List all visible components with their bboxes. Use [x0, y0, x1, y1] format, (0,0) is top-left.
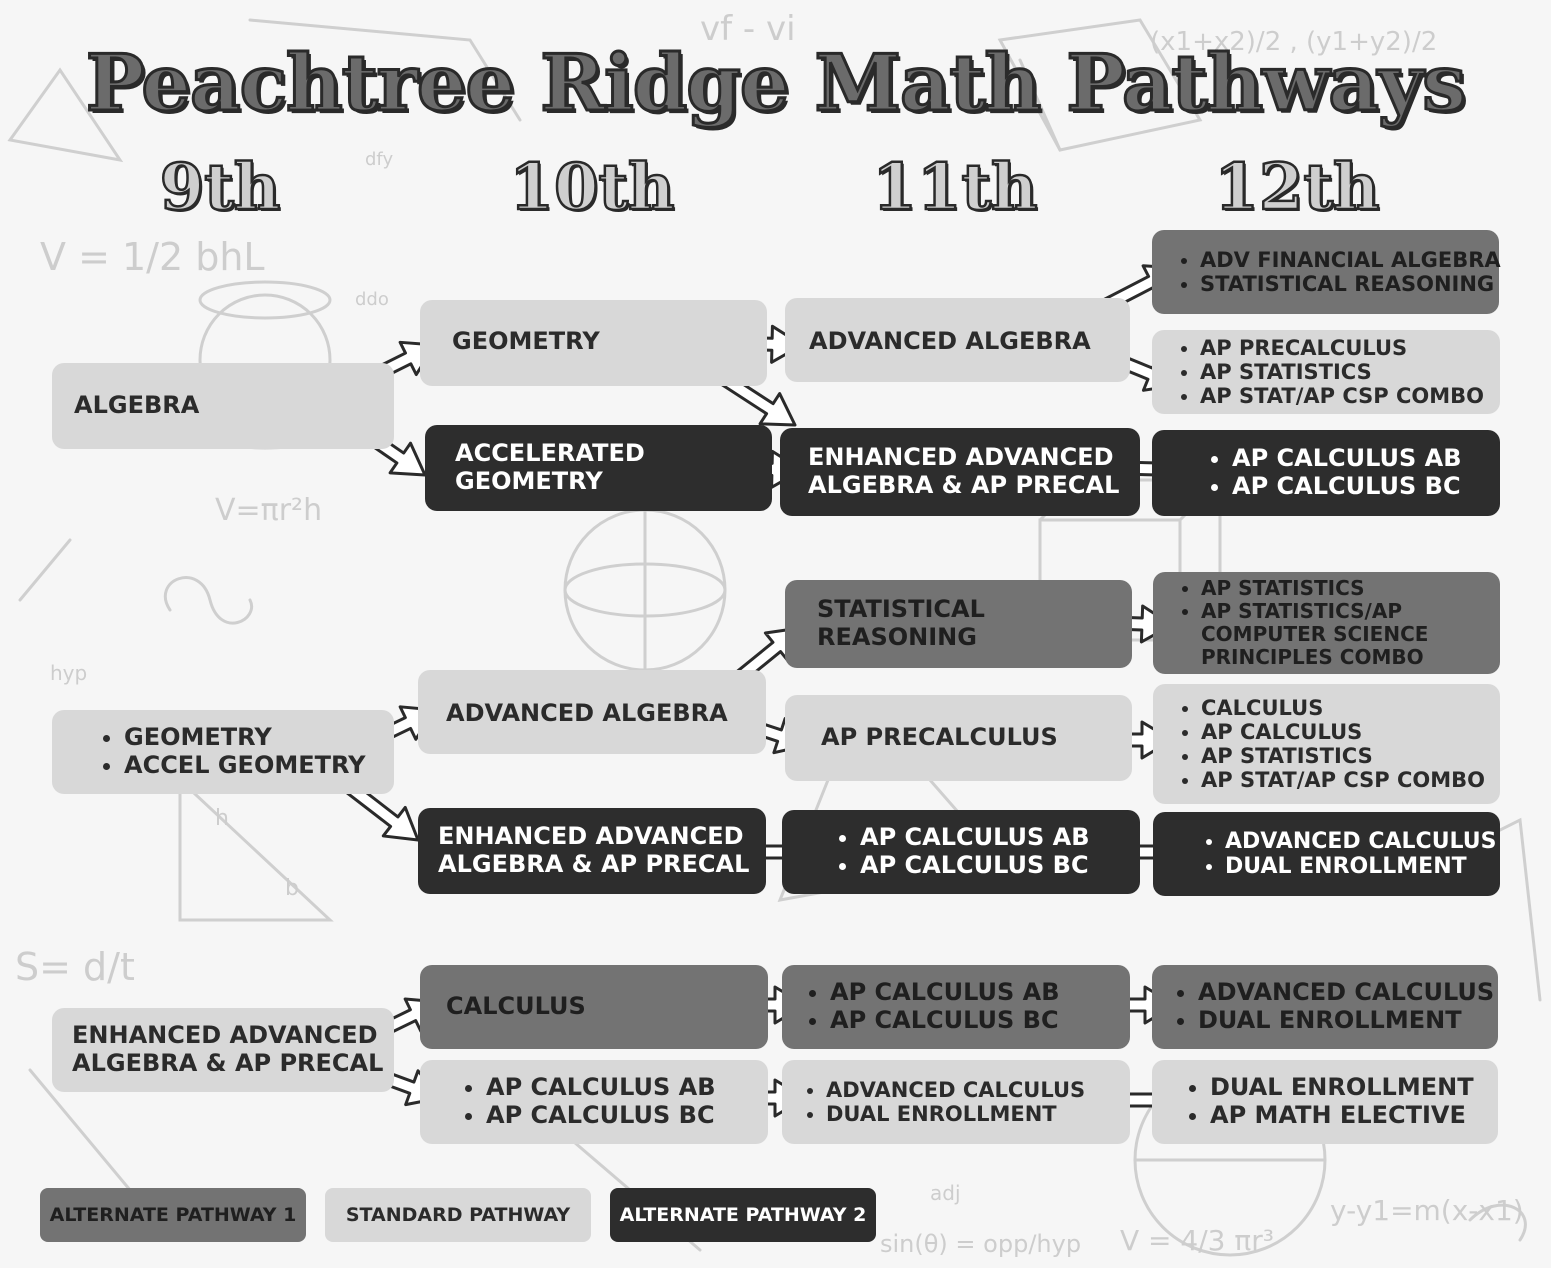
course-label: ALGEBRA & AP PRECAL [438, 850, 750, 878]
course-item: AP STAT/AP CSP COMBO [1201, 768, 1500, 792]
course-item: AP STAT/AP CSP COMBO [1200, 384, 1500, 408]
course-item: AP STATISTICS/AP [1201, 600, 1500, 623]
course-box-11-advanced-calculus: ADVANCED CALCULUS DUAL ENROLLMENT [782, 1060, 1130, 1144]
doodle-text: S= d/t [15, 945, 135, 989]
course-box-enhanced-advanced-algebra-3: ENHANCED ADVANCED ALGEBRA & AP PRECAL [52, 1008, 394, 1092]
course-box-geometry: GEOMETRY [420, 300, 767, 386]
course-item: AP STATISTICS [1201, 744, 1500, 768]
grade-10-header: 10th [508, 149, 676, 227]
legend-alternate-pathway-1: ALTERNATE PATHWAY 1 [40, 1188, 306, 1242]
course-box-11-ap-calculus-3: AP CALCULUS AB AP CALCULUS BC [782, 965, 1130, 1049]
legend-standard-pathway: STANDARD PATHWAY [325, 1188, 591, 1242]
course-box-12-alternate-1-2: AP STATISTICS AP STATISTICS/AP COMPUTER … [1153, 572, 1500, 674]
course-label: ALGEBRA & AP PRECAL [72, 1049, 384, 1077]
course-item: AP CALCULUS BC [486, 1101, 768, 1130]
course-item: ADV FINANCIAL ALGEBRA [1200, 248, 1501, 272]
course-item: DUAL ENROLLMENT [1225, 854, 1500, 879]
course-box-12-alternate-1: ADV FINANCIAL ALGEBRA STATISTICAL REASON… [1152, 230, 1501, 314]
course-item: STATISTICAL REASONING [1200, 272, 1499, 296]
course-box-11-ap-calculus: AP CALCULUS AB AP CALCULUS BC [782, 810, 1140, 894]
doodle-text: adj [930, 1181, 961, 1205]
course-box-advanced-algebra: ADVANCED ALGEBRA [785, 298, 1130, 382]
course-label: ALGEBRA [74, 391, 200, 420]
course-item: AP STATISTICS [1200, 360, 1500, 384]
doodle-text: ddo [355, 289, 389, 310]
course-box-algebra: ALGEBRA [52, 363, 394, 449]
course-label: ENHANCED ADVANCED [72, 1021, 378, 1050]
course-item: AP CALCULUS BC [1232, 472, 1500, 501]
course-box-geometry-group: GEOMETRY ACCEL GEOMETRY [52, 710, 394, 794]
legend-alternate-pathway-2: ALTERNATE PATHWAY 2 [610, 1188, 876, 1242]
course-item: DUAL ENROLLMENT [1210, 1074, 1498, 1102]
course-box-accelerated-geometry: ACCELERATED GEOMETRY [425, 425, 772, 511]
course-label: ENHANCED ADVANCED [808, 443, 1114, 472]
grade-9-header: 9th [158, 149, 281, 227]
doodle-text: dfy [365, 149, 393, 170]
page-title: Peachtree Ridge Math Pathways [84, 37, 1467, 131]
course-item: AP PRECALCULUS [1200, 336, 1500, 360]
course-label: GEOMETRY [452, 327, 600, 355]
course-item: ADVANCED CALCULUS [1225, 829, 1500, 854]
course-box-12-standard-1: AP PRECALCULUS AP STATISTICS AP STAT/AP … [1152, 330, 1500, 414]
course-label: ENHANCED ADVANCED [438, 822, 744, 851]
course-box-enhanced-advanced-algebra-2: ENHANCED ADVANCED ALGEBRA & AP PRECAL [418, 808, 766, 894]
course-item: AP MATH ELECTIVE [1210, 1101, 1498, 1130]
course-box-12-standard-3: DUAL ENROLLMENT AP MATH ELECTIVE [1152, 1060, 1498, 1144]
course-box-ap-precalculus: AP PRECALCULUS [785, 695, 1132, 781]
doodle-text: h [215, 806, 229, 831]
course-box-12-alternate-1-3: ADVANCED CALCULUS DUAL ENROLLMENT [1152, 965, 1498, 1049]
course-box-12-alternate-2-1: AP CALCULUS AB AP CALCULUS BC [1152, 430, 1500, 516]
doodle-text: V = 4/3 πr³ [1120, 1224, 1274, 1257]
course-item: COMPUTER SCIENCE [1201, 622, 1429, 646]
course-item: ADVANCED CALCULUS [1198, 979, 1498, 1007]
grade-11-header: 11th [871, 149, 1039, 227]
course-item: AP CALCULUS AB [1232, 445, 1500, 473]
course-item: AP CALCULUS BC [830, 1006, 1130, 1035]
course-item: ADVANCED CALCULUS [826, 1078, 1130, 1102]
course-label: ADVANCED ALGEBRA [446, 699, 728, 727]
course-box-enhanced-advanced-algebra: ENHANCED ADVANCED ALGEBRA & AP PRECAL [780, 428, 1140, 516]
course-label: CALCULUS [446, 992, 586, 1021]
course-box-12-standard-2: CALCULUS AP CALCULUS AP STATISTICS AP ST… [1153, 684, 1500, 804]
course-item: ACCEL GEOMETRY [124, 751, 394, 780]
course-item: AP CALCULUS [1201, 720, 1500, 744]
course-label: AP PRECALCULUS [821, 723, 1058, 752]
course-item: AP CALCULUS BC [860, 851, 1140, 880]
course-box-calculus: CALCULUS [420, 965, 768, 1049]
course-label: ADVANCED ALGEBRA [809, 327, 1091, 355]
course-box-12-alternate-2-2: ADVANCED CALCULUS DUAL ENROLLMENT [1153, 812, 1500, 896]
course-box-10-ap-calculus: AP CALCULUS AB AP CALCULUS BC [420, 1060, 768, 1144]
course-label: STATISTICAL [817, 595, 985, 624]
course-box-advanced-algebra-2: ADVANCED ALGEBRA [418, 670, 766, 754]
doodle-text: V=πr²h [215, 493, 322, 528]
course-item: DUAL ENROLLMENT [826, 1102, 1130, 1126]
course-label: GEOMETRY [455, 467, 603, 495]
course-label: ACCELERATED [455, 439, 645, 468]
course-item: GEOMETRY [124, 724, 394, 752]
course-box-statistical-reasoning: STATISTICAL REASONING [785, 580, 1132, 668]
course-item: AP STATISTICS [1201, 577, 1500, 600]
course-item: PRINCIPLES COMBO [1201, 645, 1424, 669]
doodle-text: sin(θ) = opp/hyp [880, 1230, 1081, 1258]
course-item: AP CALCULUS AB [830, 979, 1130, 1007]
doodle-text: b [285, 876, 299, 901]
doodle-text: hyp [50, 661, 87, 685]
doodle-text: y-y1=m(x-x1) [1330, 1194, 1524, 1227]
grade-12-header: 12th [1213, 149, 1381, 227]
course-label: REASONING [817, 623, 977, 651]
course-item: DUAL ENROLLMENT [1198, 1006, 1498, 1035]
course-item: CALCULUS [1201, 696, 1500, 720]
course-item: AP CALCULUS AB [486, 1074, 768, 1102]
course-label: ALGEBRA & AP PRECAL [808, 471, 1120, 499]
course-item: AP CALCULUS AB [860, 824, 1140, 852]
doodle-text: V = 1/2 bhL [40, 235, 265, 279]
